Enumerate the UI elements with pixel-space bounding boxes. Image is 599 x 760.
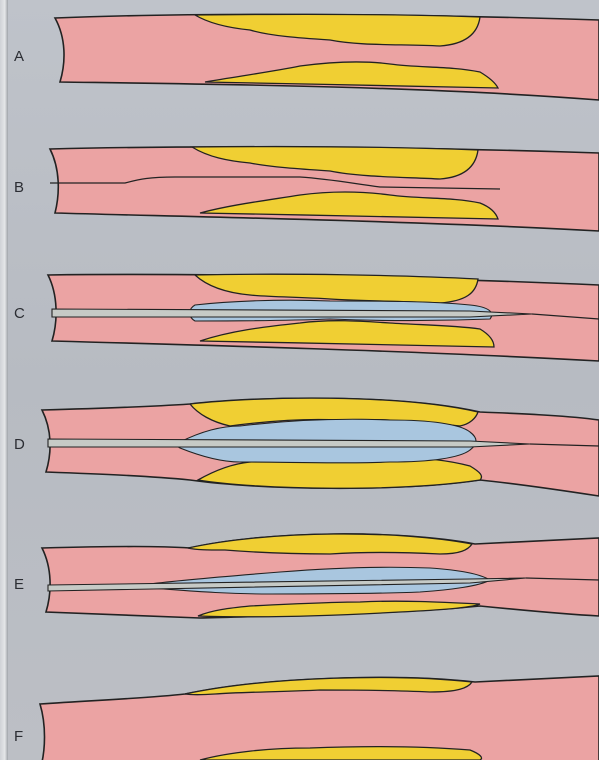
panel-e: E [0, 528, 599, 628]
artery-diagram [0, 135, 599, 250]
panel-a: A [0, 0, 599, 120]
panel-d: D [0, 392, 599, 512]
artery-diagram [0, 265, 599, 385]
artery-diagram [0, 528, 599, 628]
artery-diagram [0, 0, 599, 120]
artery-diagram [0, 392, 599, 512]
panel-c: C [0, 265, 599, 385]
artery-diagram [0, 660, 599, 760]
panel-f: F [0, 660, 599, 760]
panel-b: B [0, 135, 599, 250]
